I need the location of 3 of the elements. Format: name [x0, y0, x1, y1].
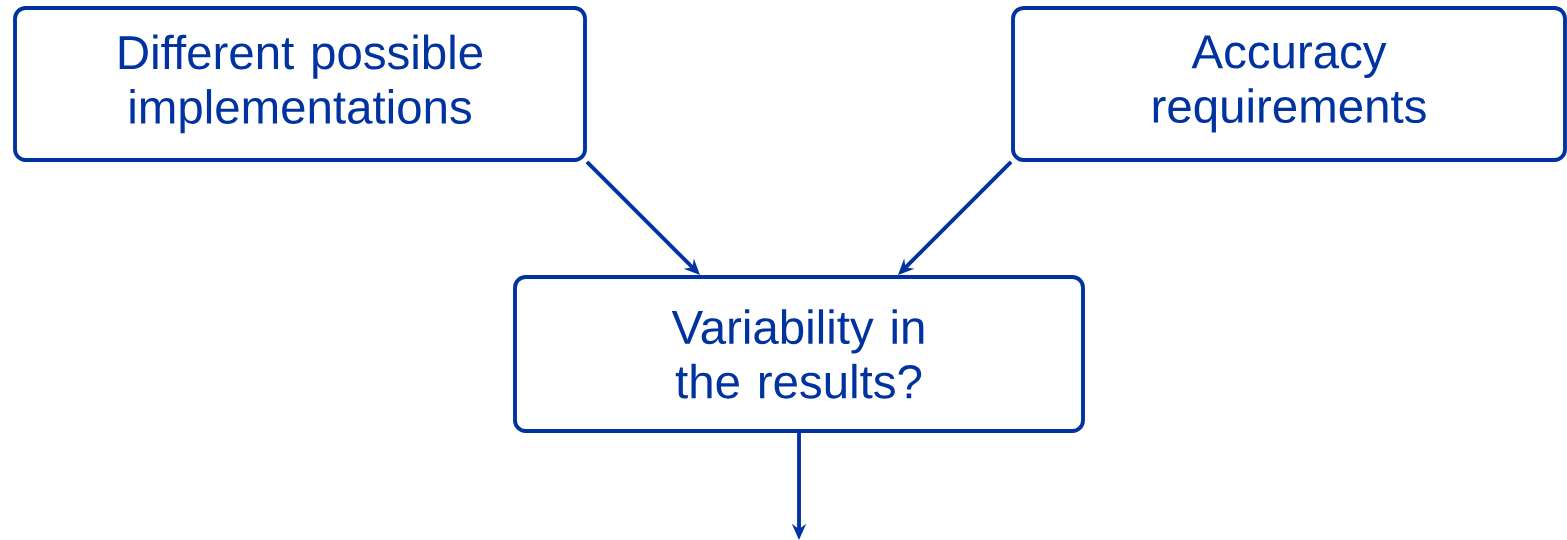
process-box: Accuracy requirements [1011, 6, 1567, 162]
process-box: Variability in the results? [513, 275, 1085, 433]
process-box: Different possible implementations [13, 6, 587, 162]
